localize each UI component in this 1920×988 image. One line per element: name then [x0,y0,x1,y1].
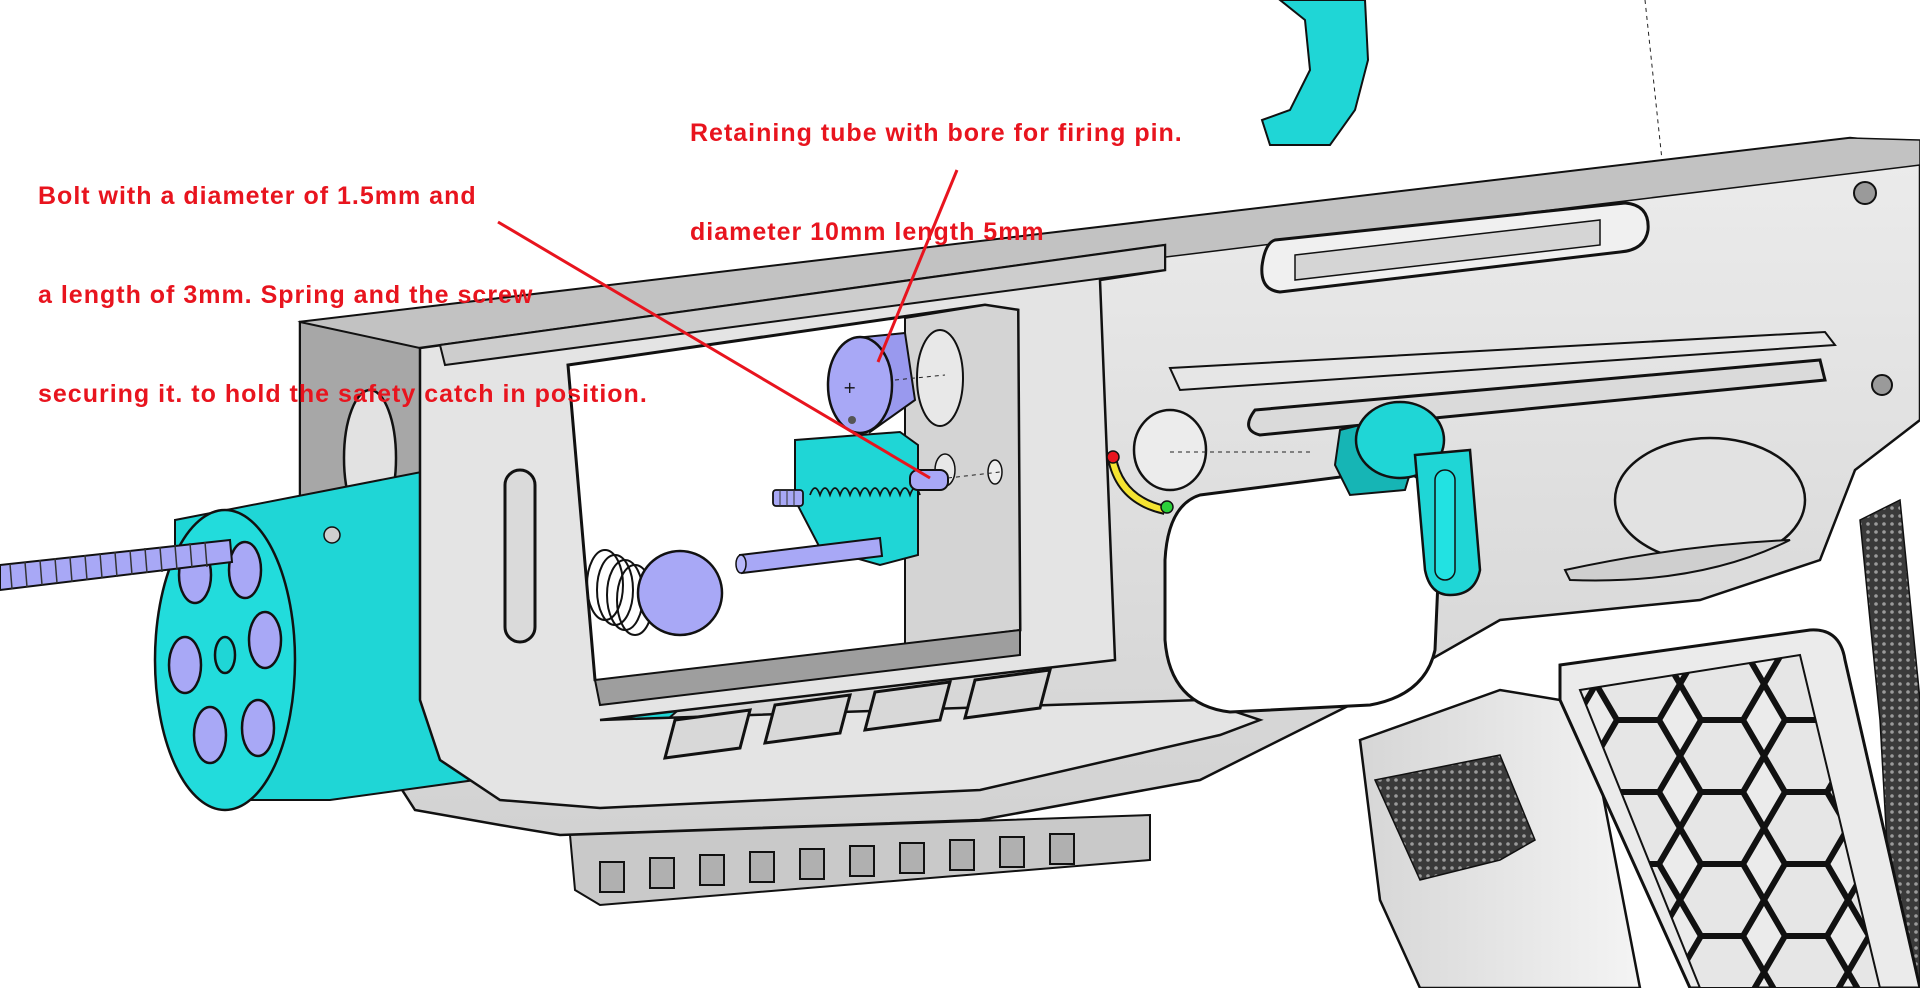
back-plate-hole-upper [916,329,964,427]
svg-text:+: + [843,378,856,397]
dashed-guide-bolt [947,471,1001,479]
annotation-bolt-line-1: Bolt with a diameter of 1.5mm and [38,182,477,210]
grip-knurl-back [1859,498,1920,988]
rail-slots [599,833,1075,893]
leader-line-bolt [497,220,931,480]
upper-long-slot-inner [1294,219,1601,281]
annotation-bolt-line-2: a length of 3mm. Spring and the screw [38,281,534,309]
grip-knurl-front [1373,754,1536,881]
cyan-hammer-part [1260,0,1370,146]
back-plate-hole-small [987,459,1003,485]
threaded-rod [0,538,234,592]
frame-vertical-slot [503,468,537,644]
cylinder-chambers [167,540,283,765]
frame-hole-right [1871,374,1893,396]
top-groove [438,243,1166,367]
detent-spring [586,549,654,636]
safety-spring [809,487,921,498]
dashed-guide-top [1644,0,1663,161]
frame-hole-front [323,526,341,544]
annotation-tube: Retaining tube with bore for firing pin.… [690,51,1183,282]
guide-bar [1168,330,1837,392]
cyan-slide-block [794,430,919,567]
leader-line-tube [876,169,959,363]
detent-ball [636,549,724,637]
annotation-tube-line-2: diameter 10mm length 5mm [690,218,1045,246]
annotation-bolt: Bolt with a diameter of 1.5mm and a leng… [38,114,648,444]
safety-lever [1333,400,1482,597]
frame-hole-top-right [1853,181,1877,205]
grip-hex-pattern [1578,653,1882,988]
safety-bolt [909,469,949,491]
dashed-guide-tube [894,374,946,381]
trigger-guard-opening [1163,468,1442,714]
frame-crescent [1563,539,1791,582]
securing-screw [772,489,804,507]
annotation-tube-line-1: Retaining tube with bore for firing pin. [690,119,1183,147]
safety-indicator-arc [1106,450,1174,515]
vent-slots [662,668,1053,760]
annotation-bolt-line-3: securing it. to hold the safety catch in… [38,380,648,408]
window-bottom-ledge [593,628,1021,707]
firing-pin [735,536,884,575]
safety-pivot-hole [1132,408,1208,492]
